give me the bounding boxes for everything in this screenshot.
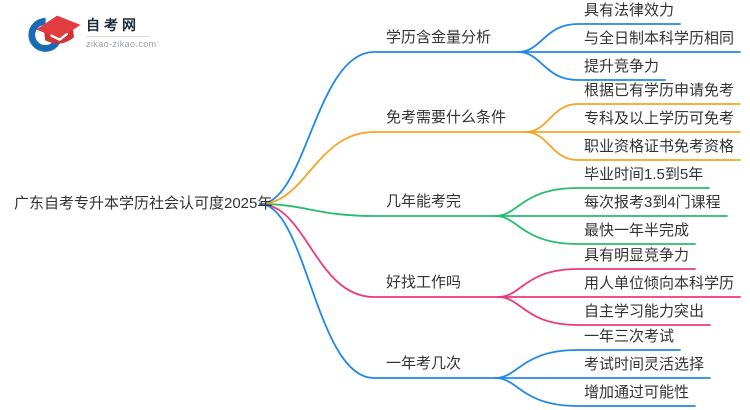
leaf-label[interactable]: 根据已有学历申请免考 bbox=[584, 82, 735, 99]
leaf-label[interactable]: 毕业时间1.5到5年 bbox=[584, 166, 704, 183]
site-name: 自考网 bbox=[86, 16, 140, 33]
branch-label[interactable]: 几年能考完 bbox=[386, 193, 462, 210]
leaf-label[interactable]: 每次报考3到4门课程 bbox=[584, 194, 721, 211]
leaf-label[interactable]: 考试时间灵活选择 bbox=[584, 356, 705, 373]
leaf-label[interactable]: 专科及以上学历可免考 bbox=[584, 110, 735, 127]
leaf-label[interactable]: 一年三次考试 bbox=[584, 328, 675, 345]
graduation-cap-icon bbox=[28, 15, 81, 52]
leaf-label[interactable]: 具有明显竞争力 bbox=[584, 247, 690, 264]
leaf-label[interactable]: 与全日制本科学历相同 bbox=[584, 30, 735, 47]
leaf-label[interactable]: 增加通过可能性 bbox=[584, 384, 690, 401]
leaf-label[interactable]: 具有法律效力 bbox=[584, 2, 675, 19]
cap-shape bbox=[36, 15, 81, 44]
logo-text-block: 自考网 zikao-zikao.com bbox=[86, 16, 157, 49]
branch-label[interactable]: 一年考几次 bbox=[386, 355, 462, 372]
root-topic[interactable]: 广东自考专升本学历社会认可度2025年 bbox=[14, 195, 273, 212]
leaf-label[interactable]: 职业资格证书免考资格 bbox=[584, 138, 735, 155]
leaf-label[interactable]: 提升竞争力 bbox=[584, 58, 660, 75]
branch-label[interactable]: 免考需要什么条件 bbox=[386, 109, 507, 126]
branch-label[interactable]: 学历含金量分析 bbox=[386, 29, 492, 46]
branch-label[interactable]: 好找工作吗 bbox=[386, 274, 462, 291]
leaf-label[interactable]: 自主学习能力突出 bbox=[584, 303, 705, 320]
site-url: zikao-zikao.com bbox=[86, 38, 157, 49]
logo-divider bbox=[86, 35, 150, 37]
leaf-label[interactable]: 最快一年半完成 bbox=[584, 222, 690, 239]
leaf-label[interactable]: 用人单位倾向本科学历 bbox=[584, 275, 735, 292]
site-logo[interactable]: 自考网 zikao-zikao.com bbox=[26, 8, 157, 56]
